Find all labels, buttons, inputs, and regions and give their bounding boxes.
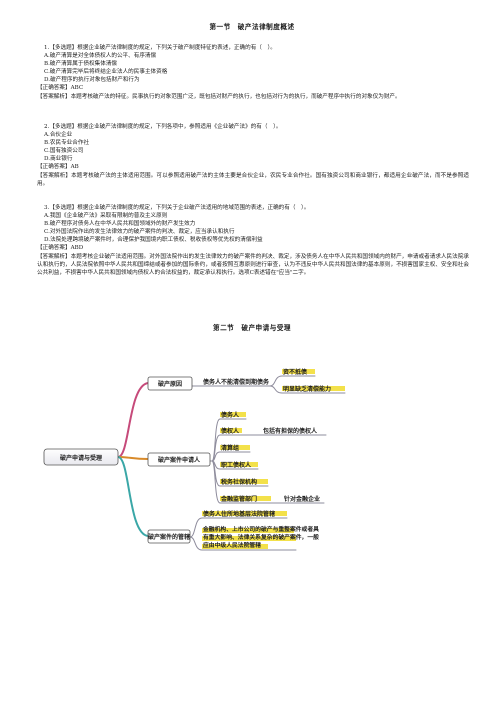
option-b: B.破产程序对债务人在中华人民共和国领域外的财产发生效力	[44, 221, 196, 228]
branch-node	[147, 452, 211, 467]
correct-answer: 【正确答案】ABD	[37, 245, 84, 252]
connector	[269, 385, 346, 394]
option-d: D.法院处理跨境破产案件时，合理保护我国境内职工债权、税收债权等优先权的清偿利益	[44, 237, 263, 244]
node-text-multiline: 金融机构、上市公司的破产与重整案件或者具 有重大影响、法律关系复杂的破产案件，一…	[202, 525, 321, 549]
connector	[269, 375, 316, 387]
question-2: 2.【多选题】根据企业破产法律制度的规定，下列各项中，参照适用《企业破产法》的有…	[37, 123, 469, 188]
highlight	[282, 386, 345, 391]
node-text: 职工债权人	[221, 461, 252, 469]
node-text: 针对金融企业	[284, 495, 320, 503]
answer-analysis: 【答案解析】本题考核破产法的主体适用范围。可以参照适用破产法的主体主要是合伙企业…	[37, 172, 469, 187]
connector	[117, 382, 149, 458]
connector	[117, 456, 149, 537]
node-text: 包括有担保的债权人	[263, 427, 318, 435]
node-text: 债务人住所地基层法院管辖	[203, 510, 275, 518]
highlight	[220, 428, 242, 433]
option-a: A.合伙企业	[44, 132, 73, 139]
mindmap-root-node	[43, 448, 119, 466]
option-b: B.破产清算属于债权集体清偿	[44, 61, 118, 68]
highlight	[202, 544, 268, 549]
option-a: A.我国《企业破产法》采取有限制的普及主义原则	[44, 213, 168, 220]
branch-label-jurisdiction: 破产案件的管辖	[148, 533, 190, 541]
node-text: 债务人	[221, 411, 240, 419]
option-c: C.对外国法院作出的发生法律效力的破产案件的判决、裁定，应当承认和执行	[44, 229, 235, 236]
node-text: 明显缺乏清偿能力	[283, 385, 331, 393]
highlight	[220, 412, 246, 417]
connector	[117, 456, 149, 460]
node-text: 债务人不能清偿到期债务	[203, 378, 270, 386]
mindmap-root-label: 破产申请与受理	[60, 454, 102, 462]
question-stem: 2.【多选题】根据企业破产法律制度的规定，下列各项中，参照适用《企业破产法》的有…	[44, 124, 282, 130]
correct-answer: 【正确答案】AB	[37, 164, 79, 171]
question-1: 1.【多选题】根据企业破产法律制度的规定，下列关于破产制度特征的表述，正确的有（…	[37, 44, 469, 101]
question-3: 3.【多选题】根据企业破产法律制度的规定，下列关于企业破产法适用的地域范围的表述…	[37, 204, 469, 277]
section1-title: 第一节 破产法律制度概述	[209, 23, 295, 31]
option-d: D.破产程序的执行对象包括财产和行为	[44, 77, 140, 84]
connector	[189, 536, 297, 551]
answer-analysis: 【答案解析】本题考核破产法的特征。民事执行的对象范围广泛，既包括对财产的执行，也…	[37, 93, 401, 100]
highlight	[202, 536, 296, 541]
connector	[189, 517, 288, 538]
correct-answer: 【正确答案】ABC	[37, 85, 84, 92]
branch-label-applicant: 破产案件申请人	[158, 456, 201, 464]
branch-label-cause: 破产原因	[158, 380, 182, 388]
highlight	[202, 511, 287, 516]
section2-title: 第二节 破产申请与受理	[212, 324, 292, 332]
question-stem: 1.【多选题】根据企业破产法律制度的规定，下列关于破产制度特征的表述，正确的有（…	[44, 45, 276, 51]
node-text: 清算组	[221, 444, 239, 452]
connector	[211, 451, 251, 462]
connector	[211, 460, 272, 504]
node-text: 税务社保机构	[221, 478, 257, 486]
highlight	[220, 479, 268, 484]
option-b: B.农民专业合作社	[44, 140, 90, 147]
highlight	[220, 445, 250, 450]
highlight	[220, 462, 258, 467]
question-stem: 3.【多选题】根据企业破产法律制度的规定，下列关于企业破产法适用的地域范围的表述…	[44, 205, 310, 211]
node-text: 金融监管部门	[220, 495, 257, 503]
highlight	[202, 528, 294, 533]
branch-node	[147, 529, 191, 544]
highlight	[220, 496, 271, 501]
node-text: 债权人	[221, 427, 240, 435]
option-c: C.破产清算完毕后将终结企业法人的民事主体资格	[44, 69, 168, 76]
branch-node	[147, 376, 193, 391]
option-a: A.破产清算是对全体债权人的公平、有序清偿	[44, 53, 157, 60]
highlight	[282, 369, 315, 374]
option-c: C.国有独资公司	[44, 148, 84, 155]
answer-analysis: 【答案解析】本题考核企业破产法适用范围。对外国法院作出的发生法律效力的破产案件的…	[37, 253, 469, 276]
option-d: D.商业银行	[44, 156, 73, 163]
node-text: 资不抵债	[283, 368, 307, 376]
